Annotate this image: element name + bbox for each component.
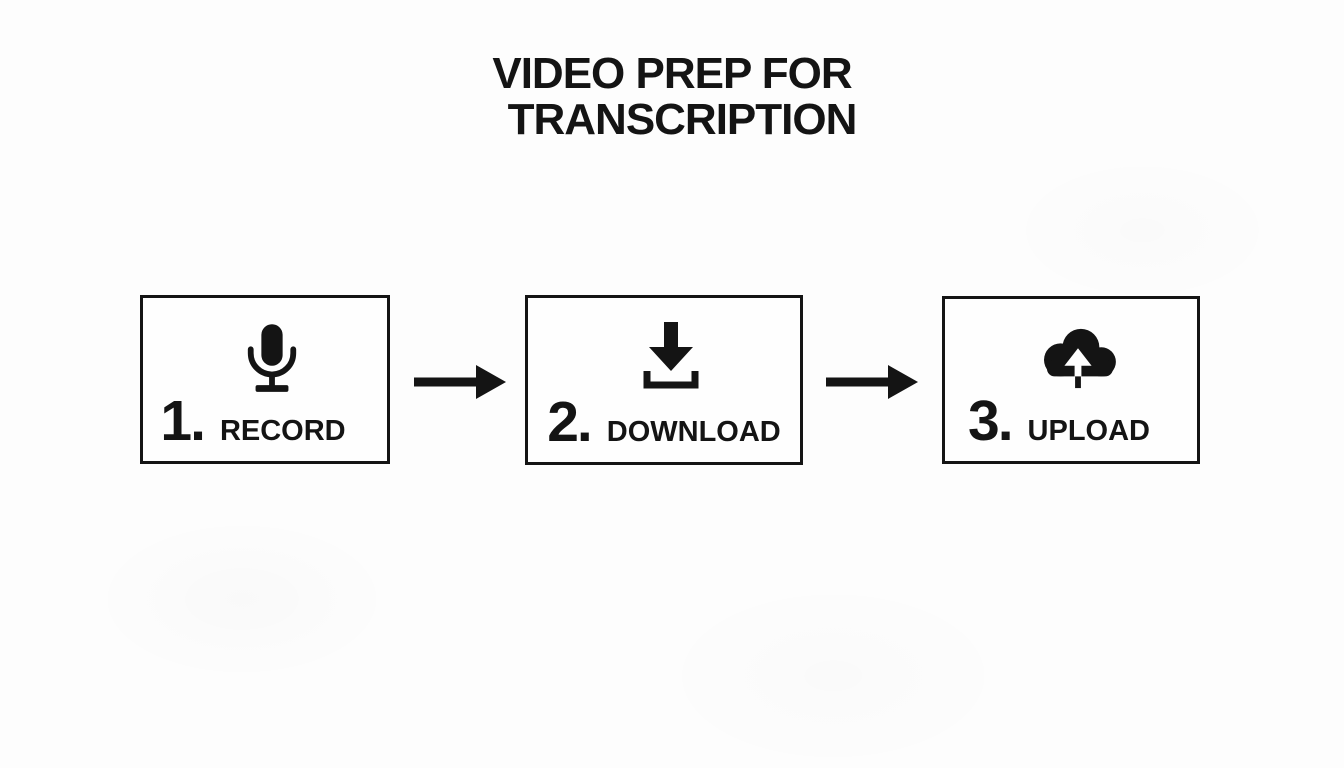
title-line-2: TRANSCRIPTION — [507, 95, 858, 145]
step-caption: 2. DOWNLOAD — [547, 394, 781, 451]
cloud-upload-icon — [1035, 323, 1121, 391]
download-icon — [639, 322, 703, 394]
title-line-1: VIDEO PREP FOR — [492, 49, 852, 99]
step-label: UPLOAD — [1027, 415, 1150, 447]
step-number: 2. — [547, 390, 593, 454]
step-box-download: 2. DOWNLOAD — [525, 295, 803, 465]
step-box-record: 1. RECORD — [140, 295, 390, 464]
right-arrow-icon — [826, 364, 918, 400]
step-number: 3. — [968, 389, 1014, 453]
step-label: RECORD — [219, 415, 346, 447]
right-arrow-icon — [414, 364, 506, 400]
microphone-icon — [243, 322, 301, 396]
step-number: 1. — [160, 389, 206, 453]
step-label: DOWNLOAD — [606, 416, 781, 448]
step-caption: 1. RECORD — [160, 393, 345, 450]
diagram-title: VIDEO PREP FOR TRANSCRIPTION — [0, 51, 1344, 143]
step-box-upload: 3. UPLOAD — [942, 296, 1200, 464]
step-caption: 3. UPLOAD — [968, 393, 1150, 450]
